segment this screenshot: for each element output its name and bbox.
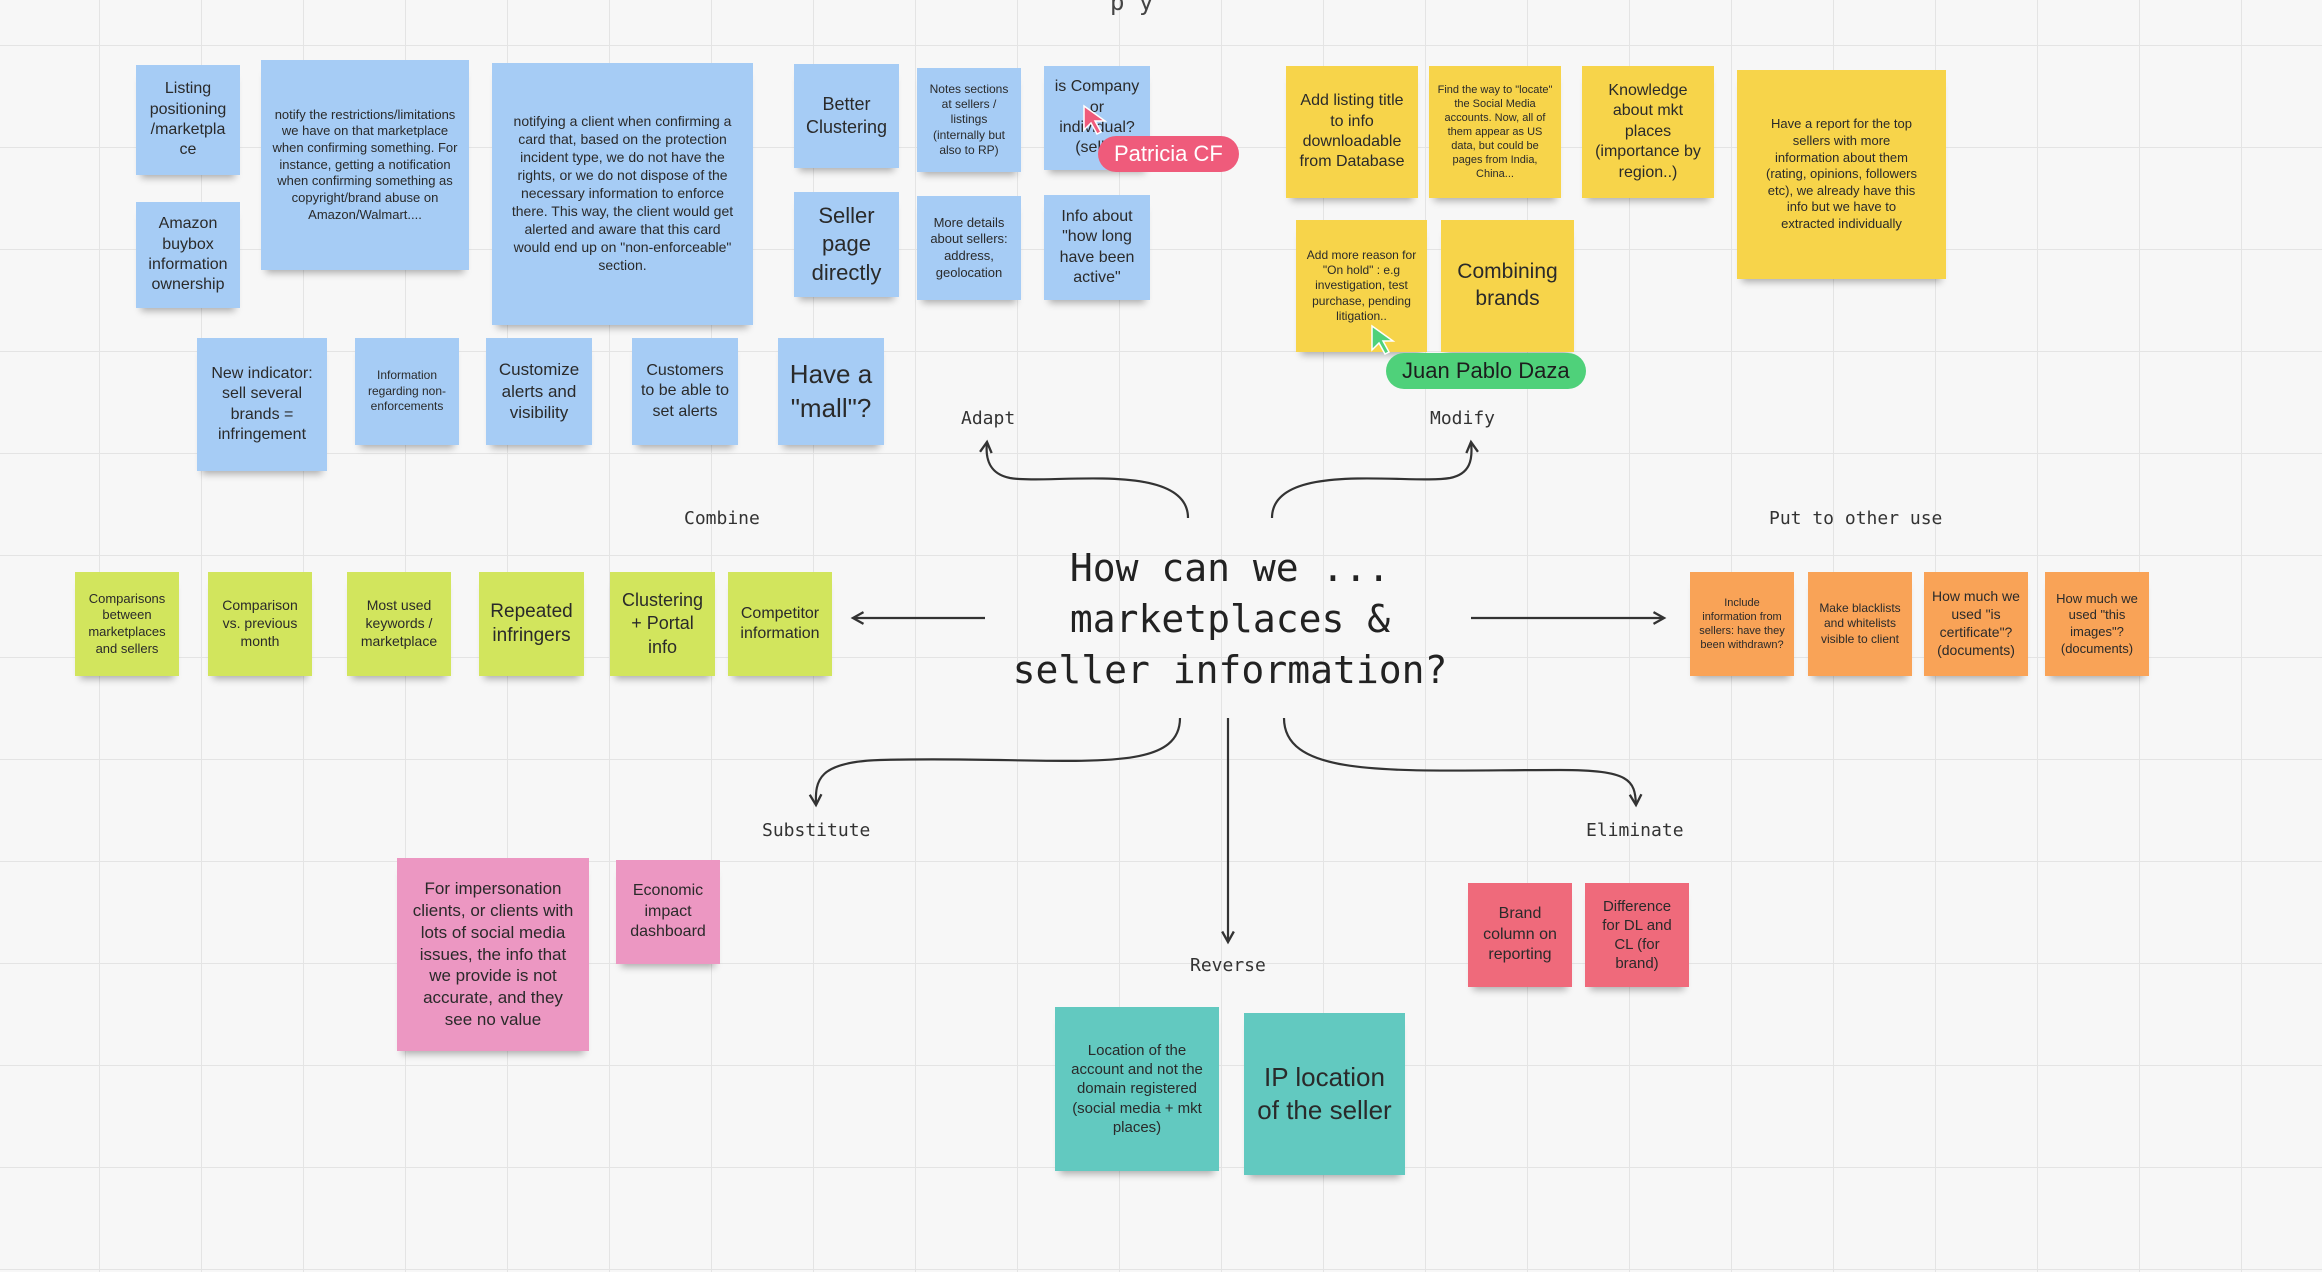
sticky-note[interactable]: Comparisons between marketplaces and sel… [75, 572, 179, 676]
sticky-note[interactable]: How much we used "this images"? (documen… [2045, 572, 2149, 676]
sticky-note[interactable]: Include information from sellers: have t… [1690, 572, 1794, 676]
label-reverse: Reverse [1190, 955, 1266, 976]
arrow-adapt [987, 442, 1190, 519]
sticky-note[interactable]: Have a "mall"? [778, 338, 884, 445]
arrow-eliminate [1282, 717, 1636, 805]
sticky-note[interactable]: Make blacklists and whitelists visible t… [1808, 572, 1912, 676]
sticky-note[interactable]: More details about sellers: address, geo… [917, 196, 1021, 300]
sticky-note[interactable]: Most used keywords / marketplace [347, 572, 451, 676]
label-modify: Modify [1430, 408, 1496, 429]
central-question: How can we ... marketplaces & seller inf… [1012, 546, 1448, 692]
label-adapt: Adapt [961, 408, 1016, 429]
arrow-substitute [816, 717, 1182, 805]
sticky-note[interactable]: New indicator: sell several brands = inf… [197, 338, 327, 471]
sticky-note[interactable]: Difference for DL and CL (for brand) [1585, 883, 1689, 987]
label-substitute: Substitute [762, 820, 871, 841]
clipped-title-fragment: p y [1110, 0, 1154, 16]
sticky-note[interactable]: IP location of the seller [1244, 1013, 1405, 1175]
label-combine: Combine [684, 508, 760, 529]
sticky-note[interactable]: Repeated infringers [479, 572, 584, 676]
sticky-note[interactable]: Competitor information [728, 572, 832, 676]
sticky-note[interactable]: Customers to be able to set alerts [632, 338, 738, 445]
sticky-note[interactable]: Find the way to "locate" the Social Medi… [1429, 66, 1561, 198]
sticky-note[interactable]: Information regarding non-enforcements [355, 338, 459, 445]
sticky-note[interactable]: notify the restrictions/limitations we h… [261, 60, 469, 270]
sticky-note[interactable]: Brand column on reporting [1468, 883, 1572, 987]
sticky-note[interactable]: Clustering + Portal info [610, 572, 715, 676]
sticky-note[interactable]: Seller page directly [794, 192, 899, 297]
sticky-note[interactable]: Combining brands [1441, 220, 1574, 352]
sticky-note[interactable]: Have a report for the top sellers with m… [1737, 70, 1946, 279]
sticky-note[interactable]: Knowledge about mkt places (importance b… [1582, 66, 1714, 198]
sticky-note[interactable]: For impersonation clients, or clients wi… [397, 858, 589, 1051]
sticky-note[interactable]: Better Clustering [794, 64, 899, 168]
sticky-note[interactable]: Info about "how long have been active" [1044, 195, 1150, 300]
sticky-note[interactable]: How much we used "is certificate"? (docu… [1924, 572, 2028, 676]
sticky-note[interactable]: Listing positioning /marketpla ce [136, 65, 240, 175]
sticky-note[interactable]: Notes sections at sellers / listings (in… [917, 68, 1021, 172]
label-eliminate: Eliminate [1586, 820, 1684, 841]
sticky-note[interactable]: notifying a client when confirming a car… [492, 63, 753, 325]
arrow-modify [1270, 442, 1472, 519]
sticky-note[interactable]: Amazon buybox information ownership [136, 202, 240, 308]
sticky-note[interactable]: Customize alerts and visibility [486, 338, 592, 445]
sticky-note[interactable]: Add more reason for "On hold" : e.g inve… [1296, 220, 1427, 352]
sticky-note[interactable]: Comparison vs. previous month [208, 572, 312, 676]
collaborator-tag-juan: Juan Pablo Daza [1386, 353, 1586, 389]
sticky-note[interactable]: Economic impact dashboard [616, 860, 720, 964]
collaborator-tag-patricia: Patricia CF [1098, 136, 1239, 172]
sticky-note[interactable]: Add listing title to info downloadable f… [1286, 66, 1418, 198]
sticky-note[interactable]: Location of the account and not the doma… [1055, 1007, 1219, 1171]
cursor-pointer-icon [1083, 104, 1108, 135]
label-put-to-other-use: Put to other use [1769, 508, 1943, 529]
cursor-pointer-icon [1371, 324, 1396, 355]
